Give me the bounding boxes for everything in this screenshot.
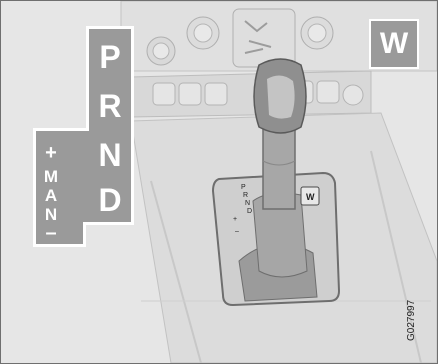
gear-position-p: P (93, 41, 127, 73)
manual-downshift-symbol: – (41, 223, 61, 243)
manual-label-n: N (41, 206, 61, 223)
console-w-marking: W (306, 192, 315, 202)
climate-knob-center-left (187, 17, 219, 49)
console-plus-marking: + (233, 216, 237, 223)
climate-knob-left (147, 37, 175, 65)
gear-position-d: D (93, 184, 127, 216)
console-d-marking: D (247, 208, 252, 215)
manual-upshift-symbol: + (41, 143, 61, 163)
console-winter-button: W (301, 187, 319, 205)
manual-label-m: M (41, 168, 61, 185)
winter-mode-label: W (371, 21, 417, 67)
console-n-marking: N (245, 200, 250, 207)
manual-label-a: A (41, 187, 61, 204)
gear-position-r: R (93, 90, 127, 122)
console-p-marking: P (241, 184, 246, 191)
climate-knob-right (301, 17, 333, 49)
gear-position-n: N (93, 139, 127, 171)
figure-code: G027997 (406, 300, 417, 341)
console-minus-marking: – (235, 228, 239, 235)
winter-mode-badge: W (369, 19, 419, 69)
console-r-marking: R (243, 192, 248, 199)
climate-display (233, 9, 295, 67)
